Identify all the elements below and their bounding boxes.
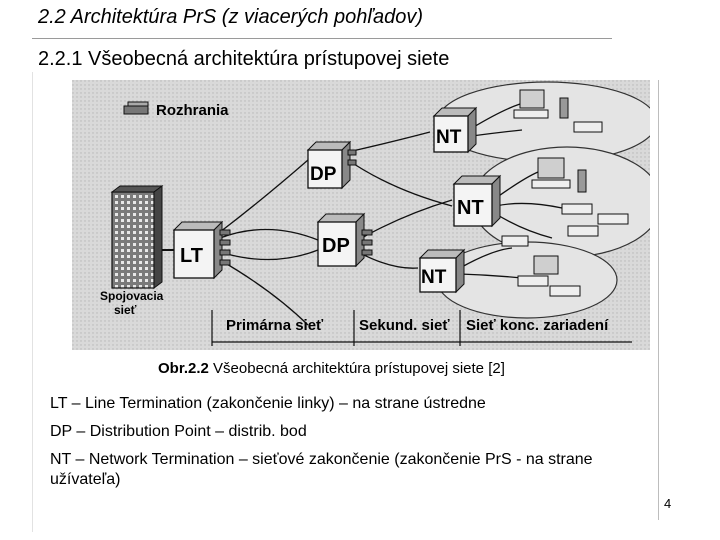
telephone-icon [567, 225, 599, 237]
definition-nt: NT – Network Termination – sieťové zakon… [50, 451, 593, 488]
nt-node-2: NT [452, 174, 502, 228]
exchange-label-line1: Spojovacia [100, 289, 164, 303]
slide-title: 2.2 Architektúra PrS (z viacerých pohľad… [38, 6, 424, 28]
dp-node-2-label: DP [322, 235, 350, 257]
nt-node-1-label: NT [436, 127, 462, 148]
phone-icon [559, 97, 569, 119]
dp-node-1: DP [306, 140, 357, 190]
interface-legend-icon [123, 105, 149, 115]
page-number: 4 [664, 496, 672, 511]
connection-lines [219, 103, 563, 326]
terminal-network-label: Sieť konc. zariadení [466, 317, 609, 334]
telephone-icon [561, 203, 593, 215]
exchange-building-icon [111, 191, 155, 289]
dp-node-1-label: DP [310, 164, 337, 185]
terminal-devices [501, 89, 629, 297]
definition-dp: DP – Distribution Point – distrib. bod [50, 423, 307, 440]
left-border-line [32, 72, 33, 532]
architecture-figure: Rozhrania Spojovacia sieť [72, 80, 650, 350]
computer-icon [519, 89, 545, 109]
telephone-icon [597, 213, 629, 225]
telephone-icon [501, 235, 529, 247]
figure-caption-text: Všeobecná architektúra prístupovej siete… [213, 360, 505, 377]
right-border-line [658, 80, 659, 520]
title-underline [32, 38, 612, 39]
phone-icon [577, 169, 587, 193]
nt-node-3-label: NT [421, 267, 447, 288]
telephone-icon [549, 285, 581, 297]
legend-label: Rozhrania [156, 102, 229, 119]
telephone-icon [573, 121, 603, 133]
lt-node: LT [172, 220, 231, 280]
figure-number: Obr.2.2 [158, 360, 209, 377]
definition-lt: LT – Line Termination (zakončenie linky)… [50, 395, 486, 412]
computer-icon [537, 157, 565, 179]
primary-network-label: Primárna sieť [226, 317, 324, 334]
computer-icon [533, 255, 559, 275]
dp-node-2: DP [316, 212, 373, 268]
telephone-icon [517, 275, 549, 287]
exchange-label-line2: sieť [114, 303, 137, 317]
secondary-network-label: Sekund. sieť [359, 317, 450, 334]
slide-subtitle: 2.2.1 Všeobecná architektúra prístupovej… [38, 48, 450, 70]
segment-dimension-line [211, 310, 632, 346]
nt-node-1: NT [432, 106, 478, 154]
architecture-diagram: Rozhrania Spojovacia sieť [72, 80, 650, 350]
nt-node-2-label: NT [457, 197, 484, 219]
figure-caption: Obr.2.2 Všeobecná architektúra prístupov… [158, 360, 505, 377]
lt-node-label: LT [180, 245, 203, 267]
nt-node-3: NT [418, 248, 466, 294]
